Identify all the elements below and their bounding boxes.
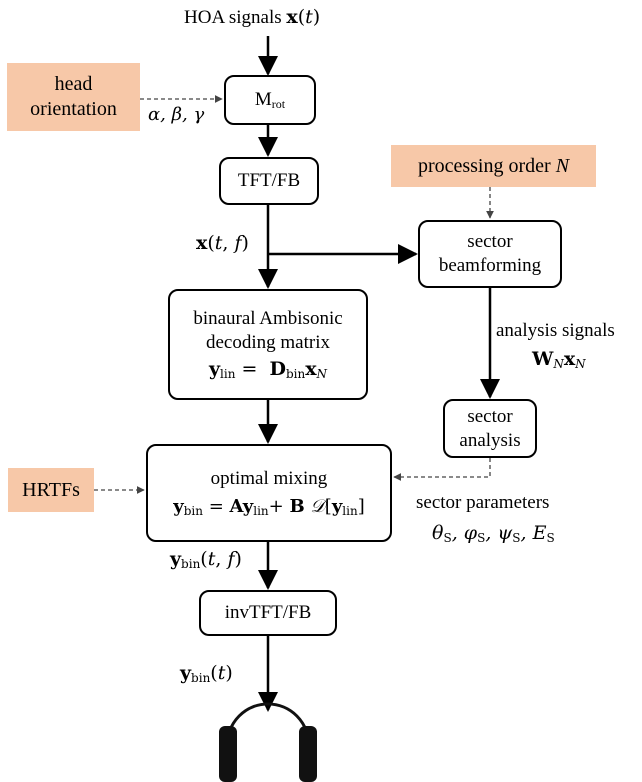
tf-signal-label: x(t, f) (196, 232, 249, 254)
rotation-block: Mrot (224, 75, 316, 125)
sector-parameters-expr: θS, φS, ψS, ES (432, 522, 555, 545)
optimal-mixing-block: optimal mixing ybin = Aylin+ B 𝒟[ylin] (146, 444, 392, 542)
decoding-equation: ylin = DbinxN (208, 358, 328, 382)
hoa-input-label: HOA signals x(t) (184, 6, 321, 28)
tft-fb-block: TFT/FB (219, 157, 319, 205)
sector-analysis-block: sector analysis (443, 399, 537, 458)
headphones-icon (219, 702, 317, 782)
processing-order-tag: processing order N (391, 145, 596, 187)
inv-tft-fb-block: invTFT/FB (199, 590, 337, 636)
head-orientation-tag: head orientation (7, 63, 140, 131)
ybin-tf-label: ybin(t, f) (170, 548, 242, 571)
hrtfs-tag: HRTFs (8, 468, 94, 512)
ybin-t-label: ybin(t) (180, 662, 233, 685)
mixing-equation: ybin = Aylin+ B 𝒟[ylin] (173, 496, 365, 519)
analysis-signals-label: analysis signals (496, 320, 615, 341)
sector-beamforming-block: sector beamforming (418, 220, 562, 288)
rotation-angles: α, β, γ (148, 104, 205, 125)
dashed-sector-params (393, 458, 491, 481)
analysis-signals-expr: WNxN (532, 348, 586, 371)
binaural-decoding-block: binaural Ambisonic decoding matrix ylin … (168, 289, 368, 400)
sector-parameters-label: sector parameters (416, 492, 550, 513)
